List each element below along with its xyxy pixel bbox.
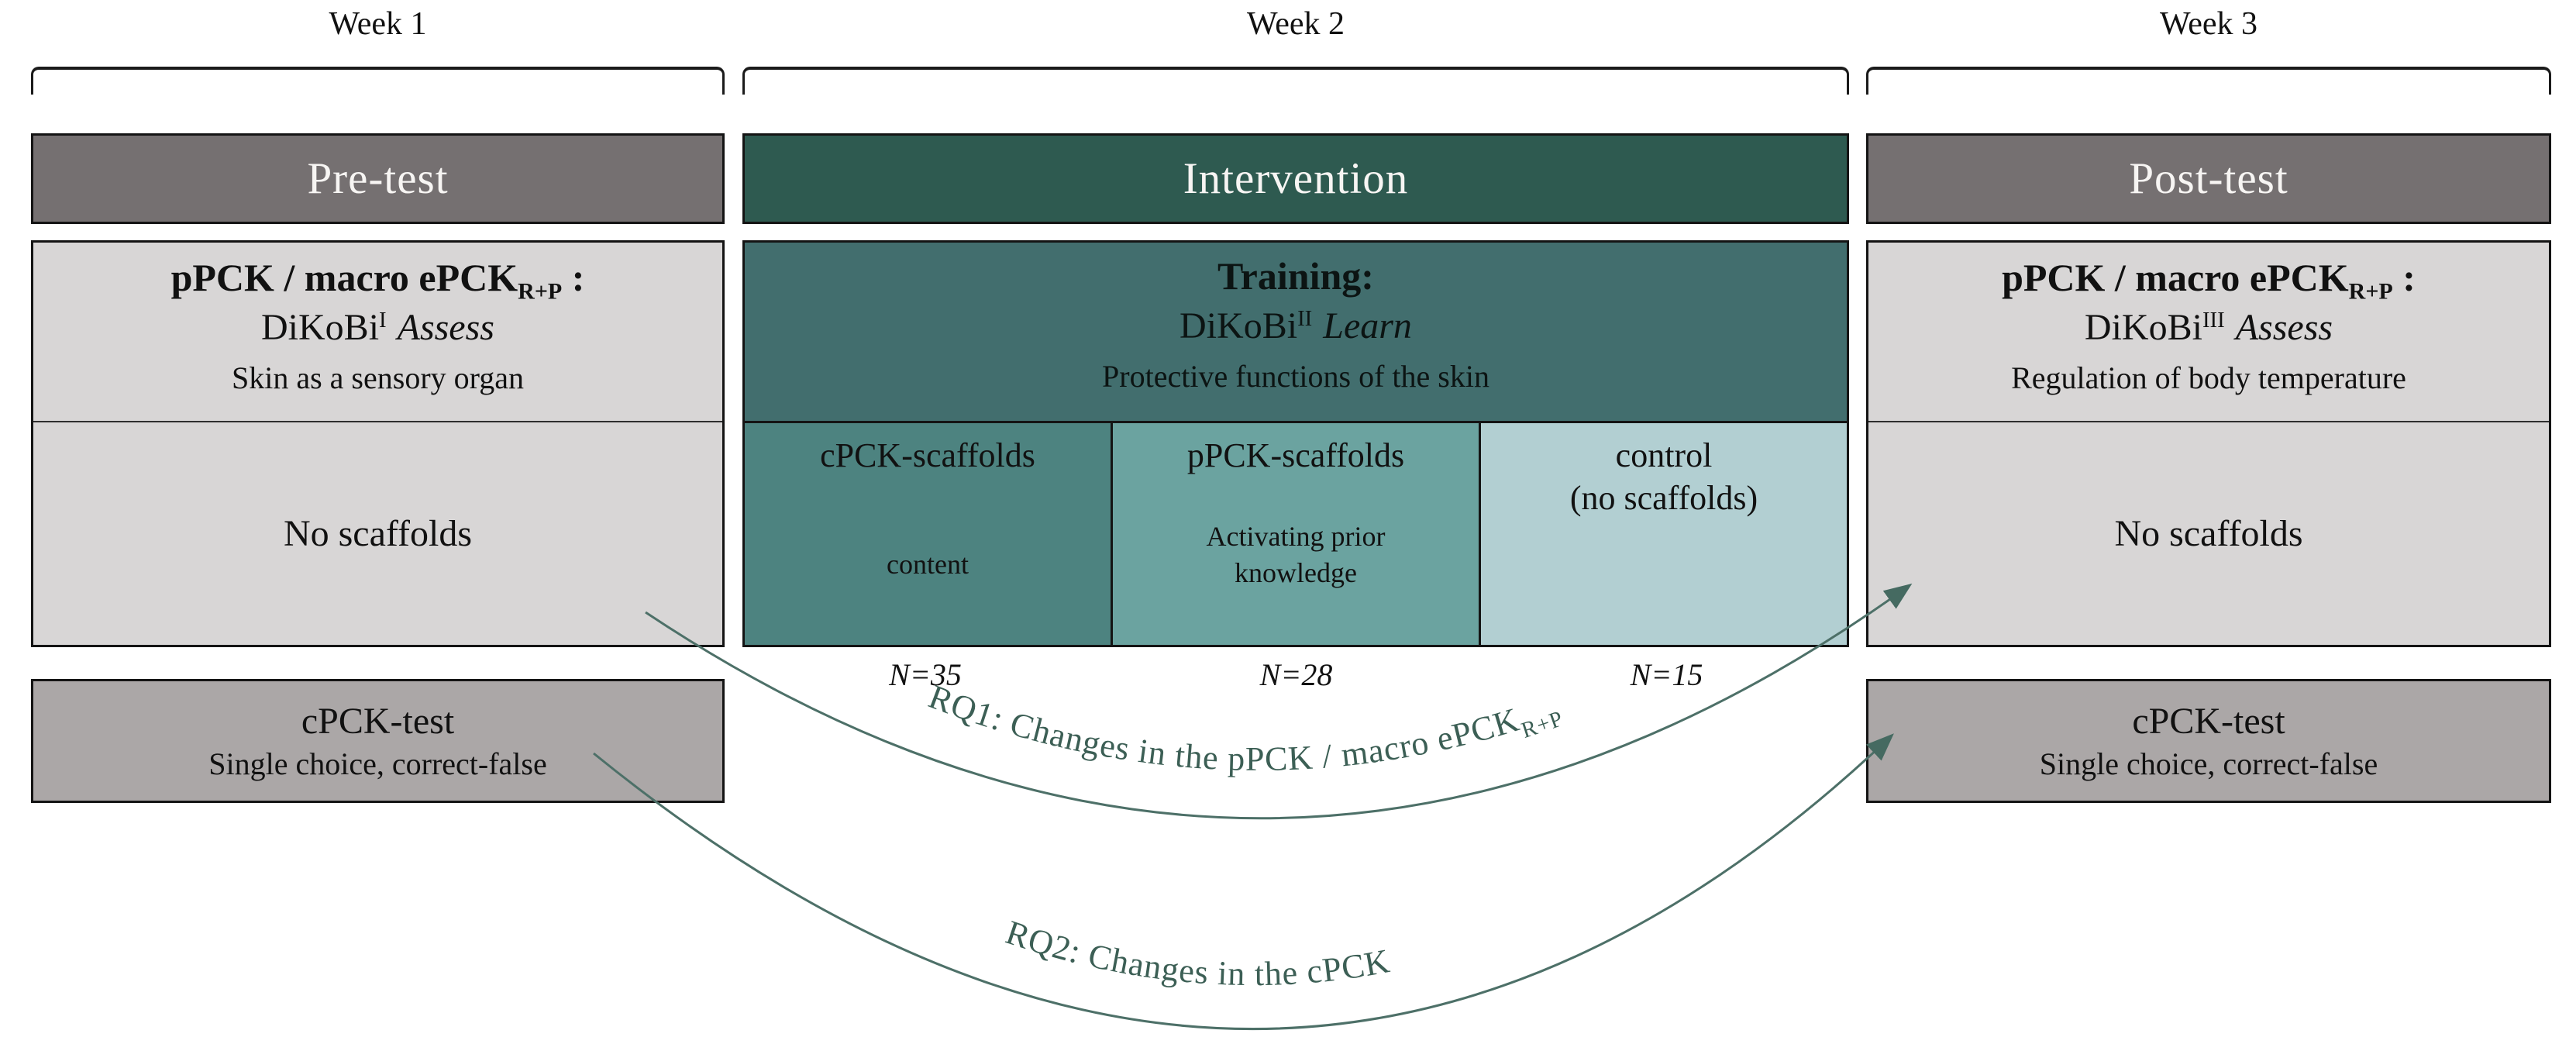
test-title: cPCK-test: [301, 701, 455, 742]
intervention-header: Intervention: [742, 133, 1849, 224]
pretest-topic: Skin as a sensory organ: [232, 360, 524, 395]
test-subtitle: Single choice, correct-false: [2039, 746, 2378, 781]
test-title: cPCK-test: [2132, 701, 2285, 742]
posttest-header: Post-test: [1866, 133, 2551, 224]
pretest-cpck-test-box: cPCK-test Single choice, correct-false: [31, 679, 725, 803]
training-title: Training:: [1217, 254, 1374, 298]
cell-label: pPCK-scaffolds: [1186, 436, 1405, 474]
cell-label: cPCK-scaffolds: [820, 436, 1035, 474]
superscript: I: [379, 308, 387, 333]
cell-sublabel: Activating prior knowledge: [1206, 521, 1386, 588]
cell-label: control: [1615, 436, 1713, 474]
week-2-label: Week 2: [1246, 6, 1345, 42]
week-3-bracket: [1866, 67, 2551, 95]
posttest-topic: Regulation of body temperature: [2011, 360, 2406, 395]
superscript: III: [2202, 308, 2225, 333]
week-1-bracket: [31, 67, 725, 95]
group-n-control: N=15: [1630, 656, 1703, 692]
posttest-cpck-test-box: cPCK-test Single choice, correct-false: [1866, 679, 2551, 803]
cell-label-line2: (no scaffolds): [1569, 479, 1758, 517]
group-n-cpck: N=35: [889, 656, 962, 692]
condition-cells: cPCK-scaffolds content pPCK-scaffolds Ac…: [745, 423, 1847, 645]
subscript: R+P: [518, 278, 563, 305]
pretest-title: pPCK / macro ePCKR+P :: [170, 256, 585, 305]
cell-cpck-scaffolds: cPCK-scaffolds content: [745, 423, 1113, 645]
group-n-ppck: N=28: [1259, 656, 1333, 692]
pretest-scaffold-note: No scaffolds: [283, 513, 473, 554]
subscript: R+P: [2348, 278, 2393, 305]
week-3-label: Week 3: [2159, 6, 2258, 42]
posttest-title: pPCK / macro ePCKR+P :: [2002, 256, 2416, 305]
cell-ppck-scaffolds: pPCK-scaffolds Activating prior knowledg…: [1113, 423, 1481, 645]
week-1-label: Week 1: [329, 6, 427, 42]
week-2-bracket: [742, 67, 1849, 95]
cell-control: control (no scaffolds): [1481, 423, 1847, 645]
cell-sublabel: content: [887, 549, 969, 580]
superscript: II: [1297, 306, 1313, 332]
rq2-label: RQ2: Changes in the cPCK: [1001, 913, 1393, 993]
test-subtitle: Single choice, correct-false: [208, 746, 547, 781]
training-topic: Protective functions of the skin: [1102, 359, 1489, 394]
posttest-scaffold-note: No scaffolds: [2114, 513, 2303, 554]
pretest-header: Pre-test: [31, 133, 725, 224]
rq2-arrow: [593, 733, 1894, 1030]
